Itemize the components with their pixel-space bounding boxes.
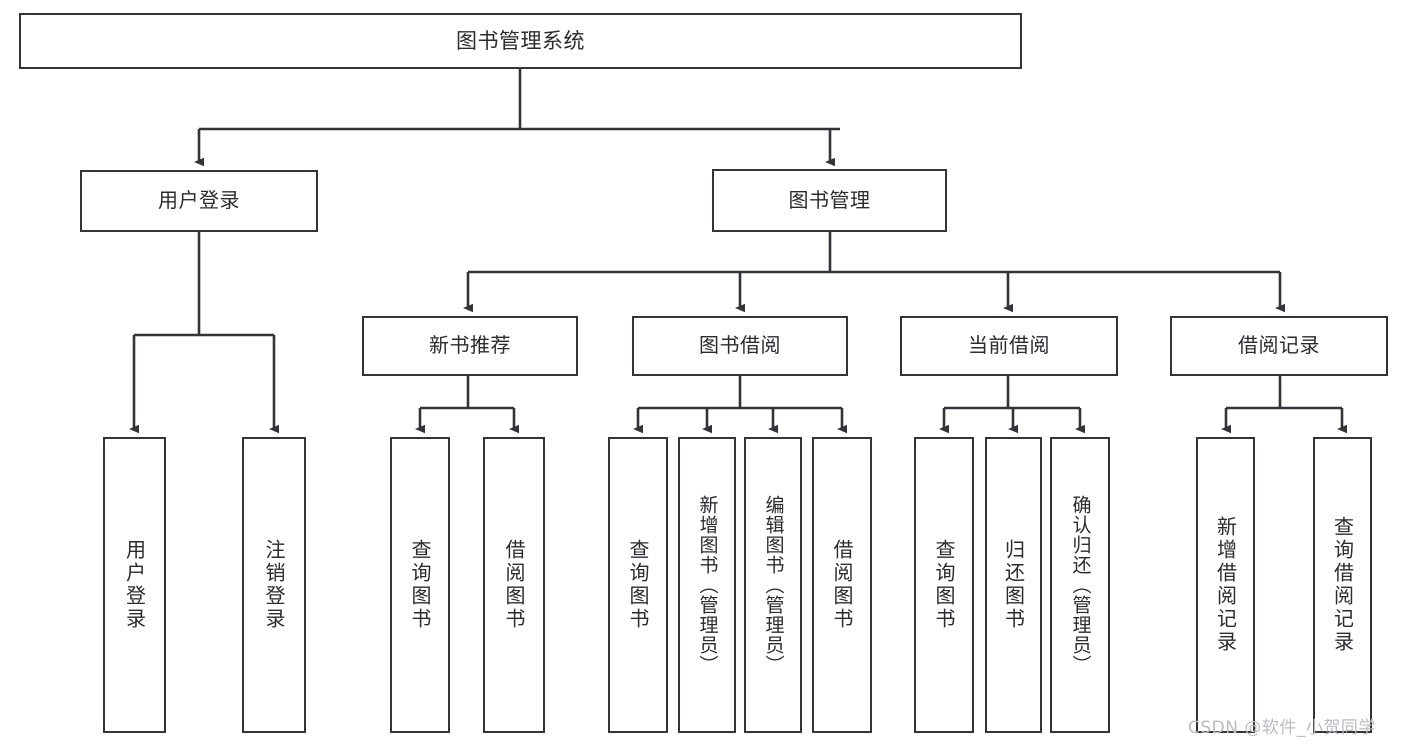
node-user-login-login-label: 用户登录 bbox=[122, 539, 147, 631]
node-borrow-add-book[interactable]: 新增图书（管理员） bbox=[678, 437, 736, 733]
node-current-confirm-return[interactable]: 确认归还（管理员） bbox=[1050, 437, 1110, 733]
node-borrow-borrow-book[interactable]: 借阅图书 bbox=[812, 437, 872, 733]
node-new-book-recommend[interactable]: 新书推荐 bbox=[362, 316, 578, 376]
node-current-query-book[interactable]: 查询图书 bbox=[914, 437, 974, 733]
node-record-query-label: 查询借阅记录 bbox=[1330, 516, 1355, 654]
node-book-management-label: 图书管理 bbox=[788, 187, 871, 212]
node-record-query[interactable]: 查询借阅记录 bbox=[1313, 437, 1372, 733]
node-recommend-borrow-book[interactable]: 借阅图书 bbox=[483, 437, 545, 733]
node-user-login-logout[interactable]: 注销登录 bbox=[242, 437, 306, 733]
node-recommend-borrow-book-label: 借阅图书 bbox=[502, 539, 526, 631]
node-user-login-logout-label: 注销登录 bbox=[262, 539, 286, 631]
node-borrow-borrow-book-label: 借阅图书 bbox=[830, 539, 854, 631]
node-recommend-query-book-label: 查询图书 bbox=[408, 539, 432, 631]
node-record-add-label: 新增借阅记录 bbox=[1213, 516, 1238, 654]
node-borrow-add-book-label: 新增图书（管理员） bbox=[696, 495, 719, 675]
node-book-borrow-label: 图书借阅 bbox=[699, 333, 781, 358]
node-user-login-label: 用户登录 bbox=[158, 188, 240, 213]
node-borrow-record-label: 借阅记录 bbox=[1238, 333, 1320, 358]
node-user-login-login[interactable]: 用户登录 bbox=[103, 437, 166, 733]
node-current-query-book-label: 查询图书 bbox=[932, 539, 956, 631]
node-root[interactable]: 图书管理系统 bbox=[19, 13, 1022, 69]
node-new-book-recommend-label: 新书推荐 bbox=[429, 333, 511, 358]
node-current-confirm-return-label: 确认归还（管理员） bbox=[1069, 495, 1092, 675]
node-borrow-query-book-label: 查询图书 bbox=[626, 539, 650, 631]
node-book-borrow[interactable]: 图书借阅 bbox=[632, 316, 848, 376]
node-user-login[interactable]: 用户登录 bbox=[80, 170, 318, 232]
node-current-borrow[interactable]: 当前借阅 bbox=[900, 316, 1118, 376]
node-borrow-edit-book[interactable]: 编辑图书（管理员） bbox=[744, 437, 802, 733]
node-root-label: 图书管理系统 bbox=[456, 28, 585, 53]
node-current-borrow-label: 当前借阅 bbox=[968, 333, 1050, 358]
node-borrow-record[interactable]: 借阅记录 bbox=[1170, 316, 1388, 376]
node-borrow-query-book[interactable]: 查询图书 bbox=[608, 437, 668, 733]
node-recommend-query-book[interactable]: 查询图书 bbox=[390, 437, 450, 733]
node-borrow-edit-book-label: 编辑图书（管理员） bbox=[762, 495, 785, 675]
node-record-add[interactable]: 新增借阅记录 bbox=[1196, 437, 1255, 733]
node-book-management[interactable]: 图书管理 bbox=[712, 169, 947, 232]
node-current-return-book[interactable]: 归还图书 bbox=[985, 437, 1042, 733]
node-current-return-book-label: 归还图书 bbox=[1001, 539, 1026, 631]
